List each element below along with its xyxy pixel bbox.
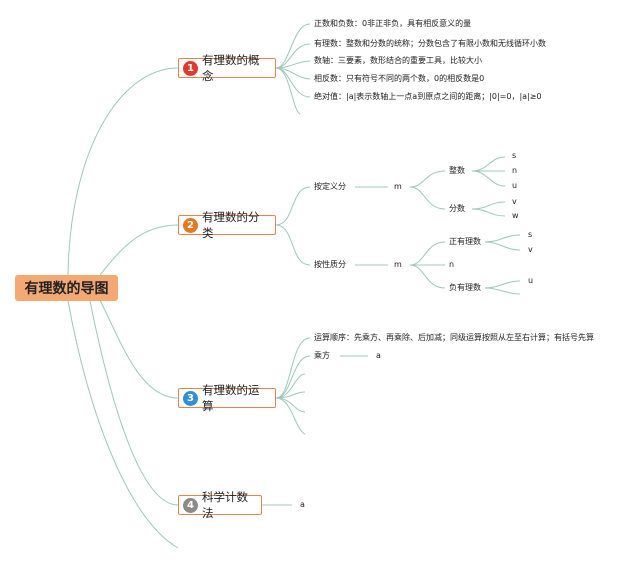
connector-b3-empty1 xyxy=(275,373,306,399)
integer-leaf-s: s xyxy=(512,151,517,160)
connector-b3-item1 xyxy=(275,337,311,399)
scientific-notation-value: a xyxy=(300,500,305,509)
positive-leaf-s: s xyxy=(528,230,533,239)
positive-leaf-v: v xyxy=(528,245,533,254)
integer-label: 整数 xyxy=(449,166,465,175)
connector-b2-def xyxy=(275,186,311,226)
branch-label: 有理数的运算 xyxy=(202,383,260,413)
concept-item-number-line: 数轴：三要素，数形结合的重要工具，比较大小 xyxy=(314,56,482,65)
connector-b3-empty4 xyxy=(275,397,306,435)
concept-item-positive-negative: 正数和负数：0非正非负，具有相反意义的量 xyxy=(314,19,472,28)
concept-item-rational: 有理数：整数和分数的统称；分数包含了有限小数和无线循环小数 xyxy=(314,39,546,48)
connector-neg-u xyxy=(484,280,521,289)
connector-b1-item5 xyxy=(275,67,311,98)
root-node[interactable]: 有理数的导图 xyxy=(15,275,118,301)
connector-m-fraction xyxy=(409,186,446,210)
integer-leaf-n: n xyxy=(512,166,518,175)
by-sign-label: 按性质分 xyxy=(314,260,346,269)
connector-b1-extra xyxy=(275,67,301,115)
branch-number-badge: 3 xyxy=(183,390,198,406)
integer-leaf-u: u xyxy=(512,181,518,190)
operations-order: 运算顺序：先乘方、再乘除、后加减；同级运算按照从左至右计算；有括号先算 xyxy=(314,333,594,342)
branch-number-badge: 4 xyxy=(183,497,198,513)
connector-b2-sign xyxy=(275,224,311,266)
connector-m-positive xyxy=(409,241,446,266)
branch-classification[interactable]: 2 有理数的分类 xyxy=(178,210,276,240)
operations-power: 乘方 xyxy=(314,351,330,360)
positive-label: 正有理数 xyxy=(449,237,481,246)
connector-pos-s xyxy=(484,234,521,243)
fraction-label: 分数 xyxy=(449,204,465,213)
branch-label: 科学计数法 xyxy=(202,490,248,520)
connector-int-s xyxy=(471,156,506,172)
connector-root-b1 xyxy=(67,67,179,276)
connector-root-b4 xyxy=(89,300,179,506)
operations-power-value: a xyxy=(376,351,381,360)
connector-root-b2 xyxy=(99,224,179,276)
root-label: 有理数的导图 xyxy=(24,281,109,297)
connector-b1-item2 xyxy=(275,43,311,69)
by-definition-label: 按定义分 xyxy=(314,182,346,191)
connector-pos-v xyxy=(484,241,521,251)
connector-frac-w xyxy=(471,208,506,217)
connector-root-tail xyxy=(67,300,179,549)
connector-int-u xyxy=(471,170,506,187)
branch-scientific-notation[interactable]: 4 科学计数法 xyxy=(178,490,262,520)
branch-number-badge: 2 xyxy=(183,217,198,233)
by-definition-connector: m xyxy=(394,182,402,191)
fraction-leaf-v: v xyxy=(512,197,517,206)
concept-item-absolute: 绝对值：|a|表示数轴上一点a到原点之间的距离；|0|=0，|a|≥0 xyxy=(314,92,542,101)
connector-m-integer xyxy=(409,170,446,188)
concept-item-opposite: 相反数：只有符号不同的两个数，0的相反数是0 xyxy=(314,74,485,83)
by-sign-connector: m xyxy=(394,260,402,269)
branch-operations[interactable]: 3 有理数的运算 xyxy=(178,383,276,413)
connector-neg-extra xyxy=(484,287,521,295)
connector-root-b3 xyxy=(99,299,179,399)
connector-b1-item1 xyxy=(275,23,311,69)
negative-label: 负有理数 xyxy=(449,283,481,292)
connector-m-negative xyxy=(409,264,446,289)
negative-leaf-u: u xyxy=(528,276,534,285)
branch-number-badge: 1 xyxy=(183,60,198,76)
connector-b3-item2 xyxy=(275,355,311,399)
zero-label: n xyxy=(449,260,455,269)
branch-concept[interactable]: 1 有理数的概念 xyxy=(178,53,276,83)
branch-label: 有理数的概念 xyxy=(202,53,260,83)
branch-label: 有理数的分类 xyxy=(202,210,260,240)
connector-frac-v xyxy=(471,201,506,210)
fraction-leaf-w: w xyxy=(512,211,519,220)
